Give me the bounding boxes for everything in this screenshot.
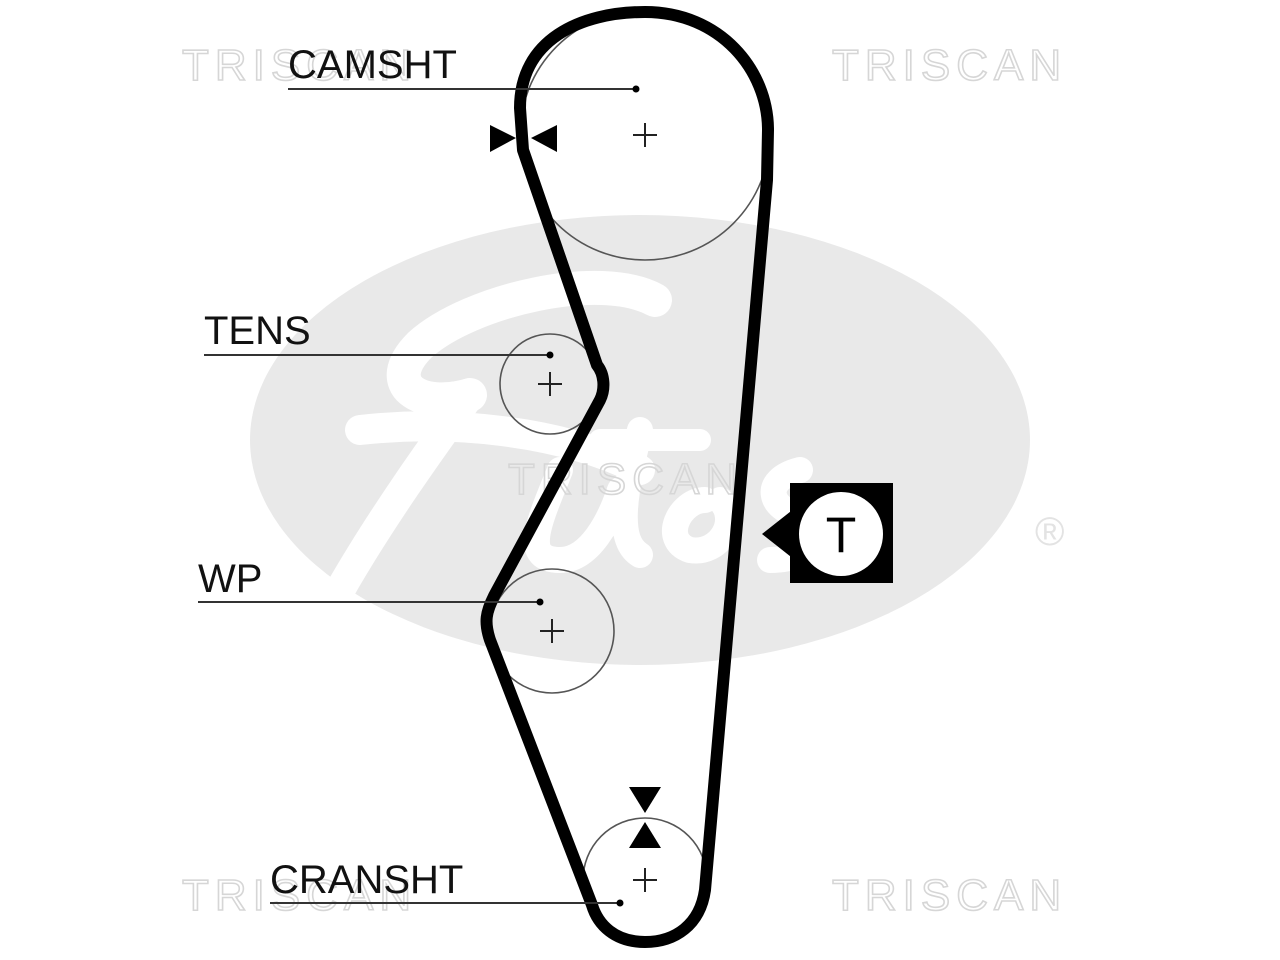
camshaft-mark-left-arrow	[490, 125, 516, 152]
watermark-bottom-right: TRISCAN	[832, 871, 1067, 920]
tensioner-leader-dot	[546, 351, 554, 359]
crankshaft-mark-top-arrow	[629, 787, 661, 813]
watermark-top-left: TRISCAN	[182, 41, 417, 90]
component-labels: CAMSHT TENS WP CRANSHT	[198, 43, 463, 902]
watermark-top-right: TRISCAN	[832, 41, 1067, 90]
watermark-bottom-left: TRISCAN	[182, 871, 417, 920]
tension-marker-letter: T	[826, 507, 857, 563]
leader-lines	[198, 85, 640, 907]
tensioner-label: TENS	[204, 309, 311, 353]
water-pump-label: WP	[198, 557, 262, 601]
camshaft-timing-mark	[490, 125, 557, 152]
tension-marker-circle	[799, 492, 883, 576]
crankshaft-centre-cross	[633, 868, 657, 892]
water-pump-centre-cross	[540, 619, 564, 643]
camshaft-leader-dot	[632, 85, 640, 93]
gates-logo-watermark: ®	[250, 215, 1064, 665]
tension-check-marker: T	[762, 483, 893, 583]
pulley-centres	[538, 123, 657, 892]
registered-mark: ®	[1035, 510, 1064, 554]
crankshaft-mark-bottom-arrow	[629, 822, 661, 848]
timing-belt	[480, 6, 774, 948]
crankshaft-label: CRANSHT	[270, 858, 463, 902]
water-pump-leader-dot	[536, 598, 544, 606]
camshaft-centre-cross	[633, 123, 657, 147]
crankshaft-timing-mark	[629, 787, 661, 848]
watermarks: TRISCAN TRISCAN TRISCAN TRISCAN TRISCAN	[181, 40, 1067, 921]
camshaft-mark-right-arrow	[531, 125, 557, 152]
crankshaft-leader-dot	[616, 899, 624, 907]
camshaft-label: CAMSHT	[288, 43, 457, 87]
tensioner-centre-cross	[538, 372, 562, 396]
